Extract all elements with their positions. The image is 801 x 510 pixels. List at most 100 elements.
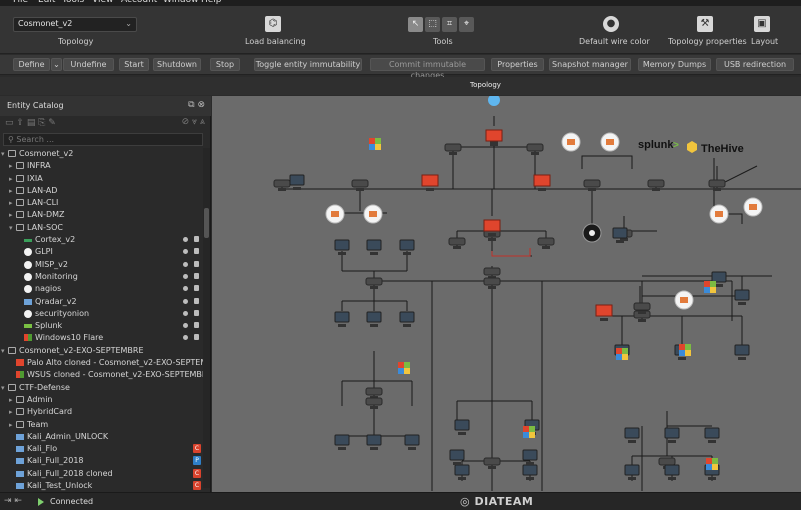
windows-icon[interactable] bbox=[622, 348, 628, 354]
service-glyph[interactable] bbox=[680, 297, 688, 303]
windows-icon[interactable] bbox=[404, 368, 410, 374]
server-icon[interactable] bbox=[289, 174, 305, 186]
windows-icon[interactable] bbox=[616, 348, 622, 354]
panel-window-icons[interactable]: ⧉ ⊗ bbox=[188, 100, 205, 110]
catalog-item[interactable]: ▸Team bbox=[0, 419, 203, 431]
export-icon[interactable]: ⇪ bbox=[16, 118, 24, 128]
switch-icon[interactable] bbox=[658, 457, 676, 466]
server-label[interactable] bbox=[370, 252, 378, 255]
load-balancing-icon[interactable]: ⌬ bbox=[265, 16, 281, 32]
windows-icon[interactable] bbox=[704, 281, 710, 287]
switch-label[interactable] bbox=[638, 311, 646, 314]
expand-icon[interactable]: ▸ bbox=[9, 199, 13, 208]
windows-icon[interactable] bbox=[710, 281, 716, 287]
windows-icon[interactable] bbox=[529, 426, 535, 432]
expand-icon[interactable]: ▸ bbox=[9, 162, 13, 171]
server-icon[interactable] bbox=[624, 464, 640, 476]
catalog-item[interactable]: ▾Cosmonet_v2-EXO-SEPTEMBRE bbox=[0, 345, 203, 357]
switch-icon[interactable] bbox=[365, 387, 383, 396]
server-label[interactable] bbox=[408, 447, 416, 450]
firewall-label[interactable] bbox=[426, 188, 434, 191]
switch-icon[interactable] bbox=[708, 179, 726, 188]
switch-icon[interactable] bbox=[444, 143, 462, 152]
catalog-item[interactable]: ▸HybridCard bbox=[0, 406, 203, 418]
server-label[interactable] bbox=[628, 477, 636, 480]
expand-icon[interactable]: ▾ bbox=[1, 383, 5, 392]
expand-icon[interactable]: ▸ bbox=[9, 420, 13, 429]
stop-button[interactable]: Stop bbox=[210, 58, 240, 71]
switch-label[interactable] bbox=[453, 246, 461, 249]
scrollbar-thumb[interactable] bbox=[204, 208, 209, 238]
collapse-icons[interactable]: ⊘ ⩔ ⩓ bbox=[181, 117, 205, 127]
catalog-item[interactable]: ▸LAN-DMZ bbox=[0, 209, 203, 221]
switch-icon[interactable] bbox=[273, 179, 291, 188]
windows-icon[interactable] bbox=[706, 464, 712, 470]
status-toggle-icons[interactable]: ⇥ ⇤ bbox=[4, 496, 22, 506]
server-icon[interactable] bbox=[334, 239, 350, 251]
server-label[interactable] bbox=[403, 252, 411, 255]
switch-label[interactable] bbox=[278, 188, 286, 191]
catalog-item[interactable]: Kali_Admin_UNLOCK bbox=[0, 431, 203, 443]
server-icon[interactable] bbox=[334, 434, 350, 446]
catalog-item[interactable]: ▸LAN-CLI bbox=[0, 197, 203, 209]
thehive-logo-icon[interactable] bbox=[687, 141, 697, 153]
switch-label[interactable] bbox=[488, 466, 496, 469]
windows-icon[interactable] bbox=[710, 287, 716, 293]
switch-label[interactable] bbox=[638, 319, 646, 322]
switch-label[interactable] bbox=[542, 246, 550, 249]
windows-icon[interactable] bbox=[622, 354, 628, 360]
server-label[interactable] bbox=[526, 462, 534, 465]
windows-icon[interactable] bbox=[704, 287, 710, 293]
windows-icon[interactable] bbox=[369, 138, 375, 144]
expand-icon[interactable]: ▸ bbox=[9, 211, 13, 220]
server-icon[interactable] bbox=[664, 427, 680, 439]
switch-icon[interactable] bbox=[537, 237, 555, 246]
service-glyph[interactable] bbox=[715, 211, 723, 217]
server-label[interactable] bbox=[370, 447, 378, 450]
service-glyph[interactable] bbox=[567, 139, 575, 145]
windows-icon[interactable] bbox=[523, 426, 529, 432]
server-icon[interactable] bbox=[399, 239, 415, 251]
windows-icon[interactable] bbox=[679, 350, 685, 356]
menu-edit[interactable]: Edit bbox=[38, 0, 56, 5]
switch-label[interactable] bbox=[488, 238, 496, 241]
server-label[interactable] bbox=[708, 477, 716, 480]
snapshot-manager-button[interactable]: Snapshot manager bbox=[549, 58, 631, 71]
catalog-item[interactable]: ▸INFRA bbox=[0, 160, 203, 172]
firewall-label[interactable] bbox=[490, 143, 498, 146]
server-label[interactable] bbox=[678, 357, 686, 360]
catalog-item[interactable]: ▸Admin bbox=[0, 394, 203, 406]
thehive-label[interactable]: TheHive bbox=[701, 143, 744, 155]
service-glyph[interactable] bbox=[331, 211, 339, 217]
layout-icon[interactable]: ▣ bbox=[754, 16, 770, 32]
server-label[interactable] bbox=[616, 240, 624, 243]
server-label[interactable] bbox=[370, 324, 378, 327]
expand-icon[interactable]: ▸ bbox=[9, 408, 13, 417]
toggle-immutability-button[interactable]: Toggle entity immutability bbox=[254, 58, 362, 71]
catalog-item[interactable]: ▾CTF-Defense bbox=[0, 382, 203, 394]
server-label[interactable] bbox=[628, 440, 636, 443]
windows-icon[interactable] bbox=[616, 354, 622, 360]
server-label[interactable] bbox=[668, 440, 676, 443]
topology-canvas[interactable]: splunk> TheHive bbox=[212, 96, 801, 492]
windows-icon[interactable] bbox=[685, 344, 691, 350]
usb-redirection-button[interactable]: USB redirection bbox=[716, 58, 794, 71]
firewall-icon[interactable] bbox=[421, 174, 439, 187]
switch-label[interactable] bbox=[356, 188, 364, 191]
service-glyph[interactable] bbox=[606, 139, 614, 145]
server-label[interactable] bbox=[338, 324, 346, 327]
splunk-mark[interactable]: > bbox=[673, 140, 679, 151]
menu-help[interactable]: Help bbox=[201, 0, 222, 5]
windows-icon[interactable] bbox=[685, 350, 691, 356]
switch-label[interactable] bbox=[490, 141, 498, 144]
expand-icon[interactable]: ▾ bbox=[1, 150, 5, 158]
shutdown-button[interactable]: Shutdown bbox=[153, 58, 201, 71]
catalog-item[interactable]: Qradar_v2 bbox=[0, 296, 203, 308]
splunk-label[interactable]: splunk bbox=[638, 139, 674, 151]
windows-icon[interactable] bbox=[375, 138, 381, 144]
server-label[interactable] bbox=[453, 462, 461, 465]
server-icon[interactable] bbox=[366, 239, 382, 251]
server-icon[interactable] bbox=[624, 427, 640, 439]
properties-button[interactable]: Properties bbox=[491, 58, 544, 71]
service-glyph[interactable] bbox=[369, 211, 377, 217]
